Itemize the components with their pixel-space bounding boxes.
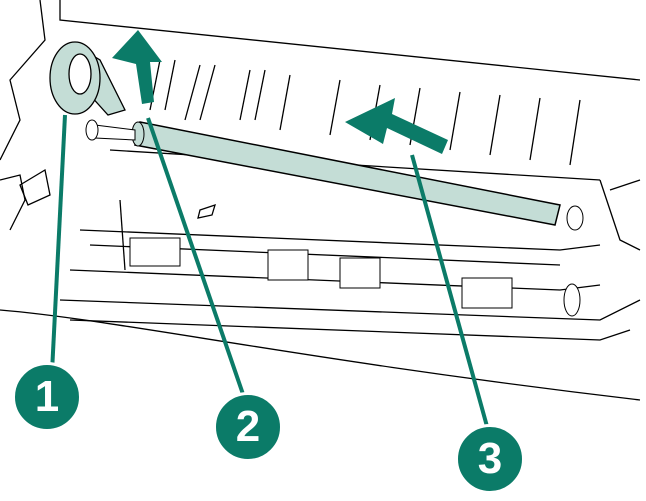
lift-direction-arrow bbox=[112, 30, 162, 104]
callout-2: 2 bbox=[213, 392, 283, 462]
lever bbox=[49, 41, 126, 116]
paper-guide-ribs bbox=[149, 59, 581, 166]
callout-1: 1 bbox=[12, 362, 82, 432]
callout-3: 3 bbox=[455, 424, 525, 494]
slide-direction-arrow bbox=[345, 98, 448, 154]
feed-rollers bbox=[129, 237, 581, 317]
callout-leaders bbox=[50, 114, 490, 431]
